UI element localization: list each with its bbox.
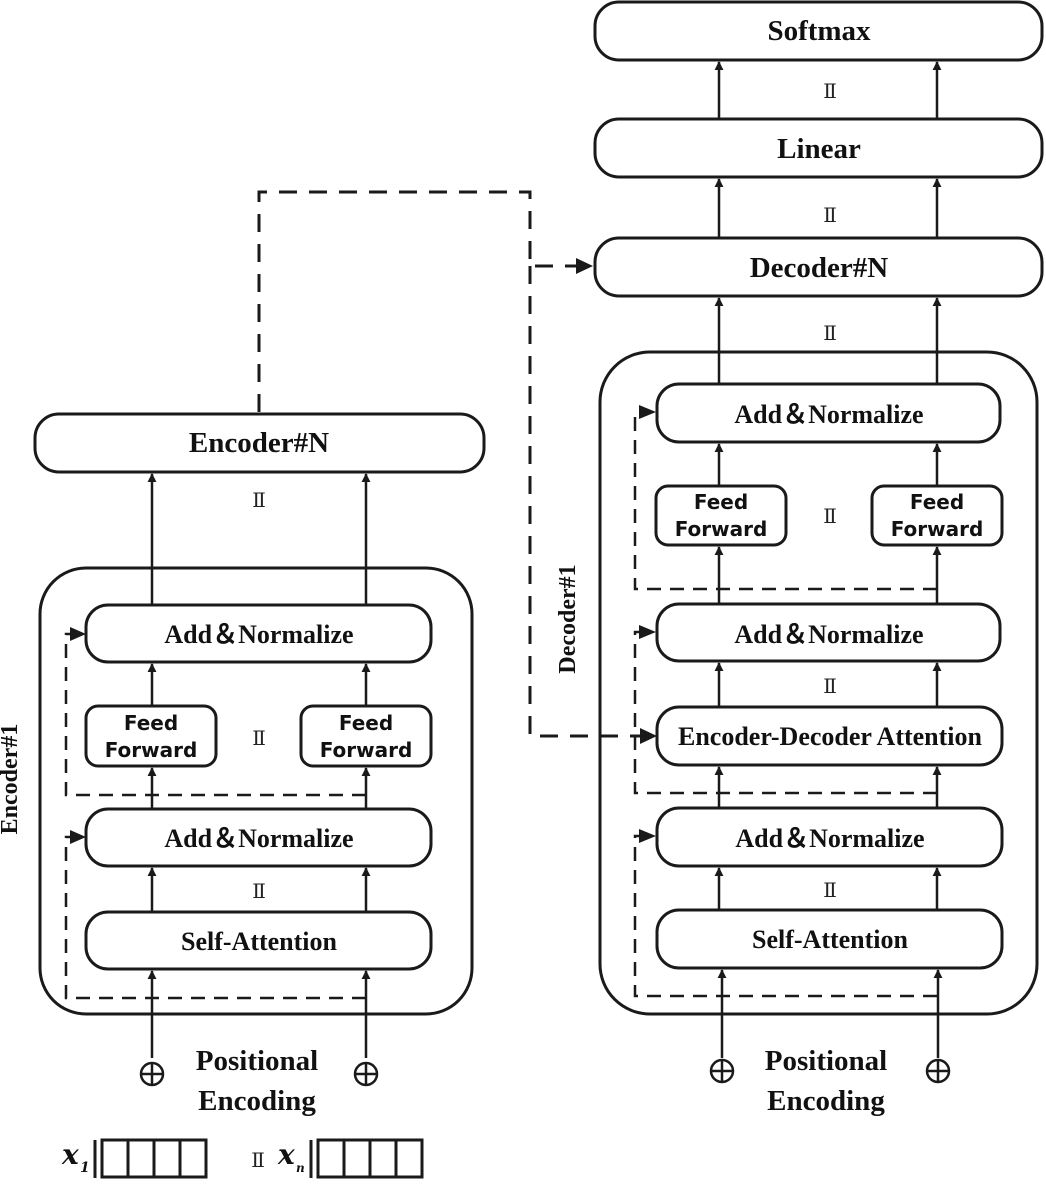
encoder-residual-bottom-arrowhead: [70, 830, 86, 844]
decoder-1-link-arrowhead: [640, 728, 657, 744]
encoder-residual-top-arrowhead: [70, 627, 86, 641]
encoder-input-first-symbol: x: [61, 1138, 79, 1171]
decoder-ff-right-line1: Feed: [910, 490, 964, 514]
decoder-positional-line1: Positional: [765, 1045, 887, 1077]
encoder-parallel-mark-attn: Ⅱ: [252, 879, 266, 903]
linear-block[interactable]: [593, 117, 1044, 179]
decoder-encoder-decoder-attention[interactable]: [655, 705, 1004, 767]
encoder-1-stack[interactable]: [38, 566, 474, 1016]
decoder-ff-left-line2: Forward: [675, 517, 768, 541]
softmax-block[interactable]: [593, 0, 1044, 62]
decoder-add-normalize-mid-label: Add＆Normalize: [734, 620, 923, 649]
encoder-add-normalize-bottom[interactable]: [84, 807, 433, 868]
decoder-parallel-mark-n: Ⅱ: [823, 321, 837, 345]
decoder-parallel-mark-linear: Ⅱ: [823, 203, 837, 227]
decoder-ff-left-line1: Feed: [694, 490, 748, 514]
decoder-plus-right-icon: [925, 1058, 951, 1084]
encoder-input-last: x n: [277, 1138, 424, 1179]
encoder-plus-right-icon: [353, 1061, 379, 1087]
encoder-plus-left-icon: [139, 1061, 165, 1087]
decoder-residual-bottom-arrowhead: [639, 829, 656, 843]
encoder-ff-left-line2: Forward: [105, 738, 198, 762]
encoder-feed-forward-right[interactable]: [299, 704, 433, 768]
encoder-to-decoder-n-link: [257, 190, 578, 412]
decoder-ff-right-line2: Forward: [891, 517, 984, 541]
decoder-parallel-mark-softmax: Ⅱ: [823, 79, 837, 103]
decoder-parallel-mark-ff: Ⅱ: [823, 504, 837, 528]
encoder-1-label: Encoder#1: [0, 724, 23, 835]
linear-label: Linear: [777, 133, 861, 165]
decoder-self-attention[interactable]: [655, 908, 1004, 970]
decoder-add-normalize-top-label: Add＆Normalize: [734, 400, 923, 429]
decoder-add-normalize-top[interactable]: [655, 382, 1002, 444]
encoder-self-attention-label: Self-Attention: [181, 927, 338, 956]
encoder-input-parallel-mark: Ⅱ: [251, 1148, 265, 1172]
decoder-1-label: Decoder#1: [555, 564, 581, 673]
encoder-decoder-connections: [257, 190, 657, 744]
encoder-positional-line1: Positional: [196, 1045, 318, 1077]
decoder-n-label: Decoder#N: [750, 252, 889, 284]
decoder-positional-line2: Encoding: [767, 1085, 885, 1117]
decoder-parallel-mark-encdec: Ⅱ: [823, 674, 837, 698]
decoder-plus-left-icon: [709, 1058, 735, 1084]
decoder-feed-forward-left[interactable]: [654, 484, 788, 547]
encoder-ff-left-line1: Feed: [124, 711, 178, 735]
decoder-residual-top-arrowhead: [639, 405, 656, 419]
encoder-positional-line2: Encoding: [198, 1085, 316, 1117]
encoder-ff-right-line2: Forward: [320, 738, 413, 762]
encoder-feed-forward-left[interactable]: [84, 704, 218, 768]
encoder-parallel-mark-ff: Ⅱ: [252, 726, 266, 750]
decoder-add-normalize-bottom[interactable]: [655, 806, 1004, 868]
decoder-n-block[interactable]: [593, 236, 1044, 298]
encoder-add-normalize-top-label: Add＆Normalize: [164, 620, 353, 649]
encoder-input-last-subscript: n: [296, 1161, 305, 1175]
encoder-n-label: Encoder#N: [189, 427, 329, 459]
encoder-add-normalize-top[interactable]: [84, 603, 433, 664]
encoder-input-first: x 1: [61, 1138, 208, 1179]
decoder-1-stack[interactable]: [598, 350, 1039, 1016]
decoder-residual-mid-arrowhead: [639, 625, 656, 639]
decoder-parallel-mark-attn: Ⅱ: [823, 878, 837, 902]
decoder-feed-forward-right[interactable]: [870, 484, 1004, 547]
softmax-label: Softmax: [767, 15, 871, 47]
encoder-parallel-mark-top: Ⅱ: [252, 488, 266, 512]
encoder-input-last-symbol: x: [277, 1138, 295, 1171]
encoder-input-first-subscript: 1: [80, 1160, 90, 1176]
encoder-n-block[interactable]: [33, 412, 486, 474]
encoder-to-decoder-1-link: [528, 266, 640, 738]
decoder-add-normalize-bottom-label: Add＆Normalize: [735, 824, 924, 853]
decoder-add-normalize-mid[interactable]: [655, 602, 1002, 663]
decoder-n-link-arrowhead: [576, 258, 593, 274]
encoder-add-normalize-bottom-label: Add＆Normalize: [164, 824, 353, 853]
decoder-encoder-decoder-attention-label: Encoder-Decoder Attention: [678, 722, 983, 751]
decoder-self-attention-label: Self-Attention: [752, 925, 909, 954]
encoder: Encoder#N Ⅱ Encoder#1 Add＆Normalize Feed…: [0, 412, 486, 1179]
encoder-ff-right-line1: Feed: [339, 711, 393, 735]
encoder-self-attention[interactable]: [84, 910, 433, 971]
decoder: Softmax Ⅱ Linear Ⅱ Decoder#N Ⅱ Decoder#1…: [555, 0, 1044, 1117]
